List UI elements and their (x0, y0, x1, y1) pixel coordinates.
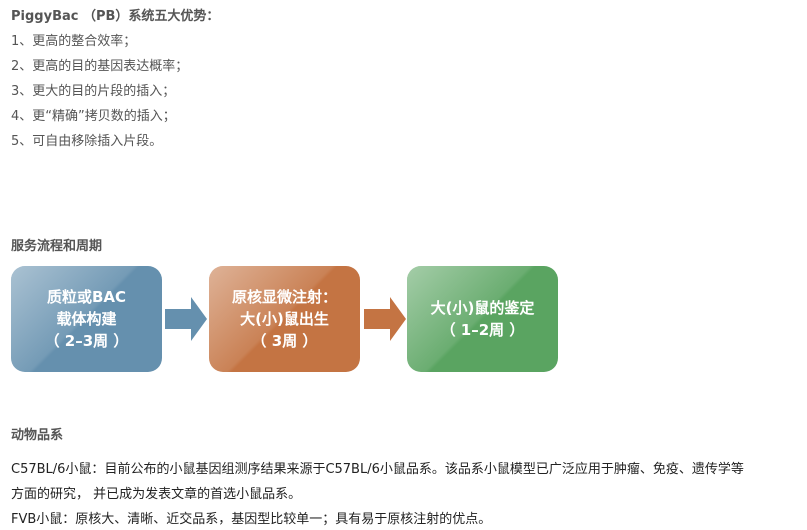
step-duration: （ 2–3周 ） (44, 332, 129, 350)
advantage-item: 3、更大的目的片段的插入； (11, 84, 176, 99)
step-duration: （ 3周 ） (251, 332, 318, 350)
strains-title: 动物品系 (11, 428, 64, 443)
arrow-right-icon (364, 297, 406, 341)
strain-c57-line1: C57BL/6小鼠：目前公布的小鼠基因组测序结果来源于C57BL/6小鼠品系。该… (11, 458, 744, 477)
advantage-item: 5、可自由移除插入片段。 (11, 134, 163, 149)
step-line: 大(小)鼠的鉴定 (430, 299, 535, 317)
step-duration: （ 1–2周 ） (440, 321, 525, 339)
advantages-title: PiggyBac （PB）系统五大优势： (11, 9, 220, 24)
advantage-item: 4、更“精确”拷贝数的插入； (11, 109, 176, 124)
step-line: 大(小)鼠出生 (240, 310, 329, 328)
strain-description: 目前公布的小鼠基因组测序结果来源于C57BL/6小鼠品系。该品系小鼠模型已广泛应… (104, 462, 744, 477)
workflow-step-plasmid-construction: 质粒或BAC 载体构建 （ 2–3周 ） (11, 266, 162, 372)
arrow-right-icon (165, 297, 207, 341)
strain-fvb: FVB小鼠：原核大、清晰、近交品系，基因型比较单一；具有易于原核注射的优点。 (11, 508, 491, 527)
advantage-item: 1、更高的整合效率； (11, 34, 137, 49)
strain-description: 原核大、清晰、近交品系，基因型比较单一；具有易于原核注射的优点。 (75, 512, 492, 527)
step-line: 原核显微注射： (231, 288, 337, 306)
strain-name: C57BL/6小鼠： (11, 462, 105, 477)
advantage-item: 2、更高的目的基因表达概率； (11, 59, 189, 74)
strain-name: FVB小鼠： (11, 512, 76, 527)
strain-c57-line2: 方面的研究， 并已成为发表文章的首选小鼠品系。 (11, 487, 302, 502)
workflow-title: 服务流程和周期 (11, 239, 103, 254)
workflow-step-microinjection: 原核显微注射： 大(小)鼠出生 （ 3周 ） (209, 266, 360, 372)
step-line: 载体构建 (56, 310, 117, 328)
workflow-step-identification: 大(小)鼠的鉴定 （ 1–2周 ） (407, 266, 558, 372)
step-line: 质粒或BAC (46, 288, 127, 306)
